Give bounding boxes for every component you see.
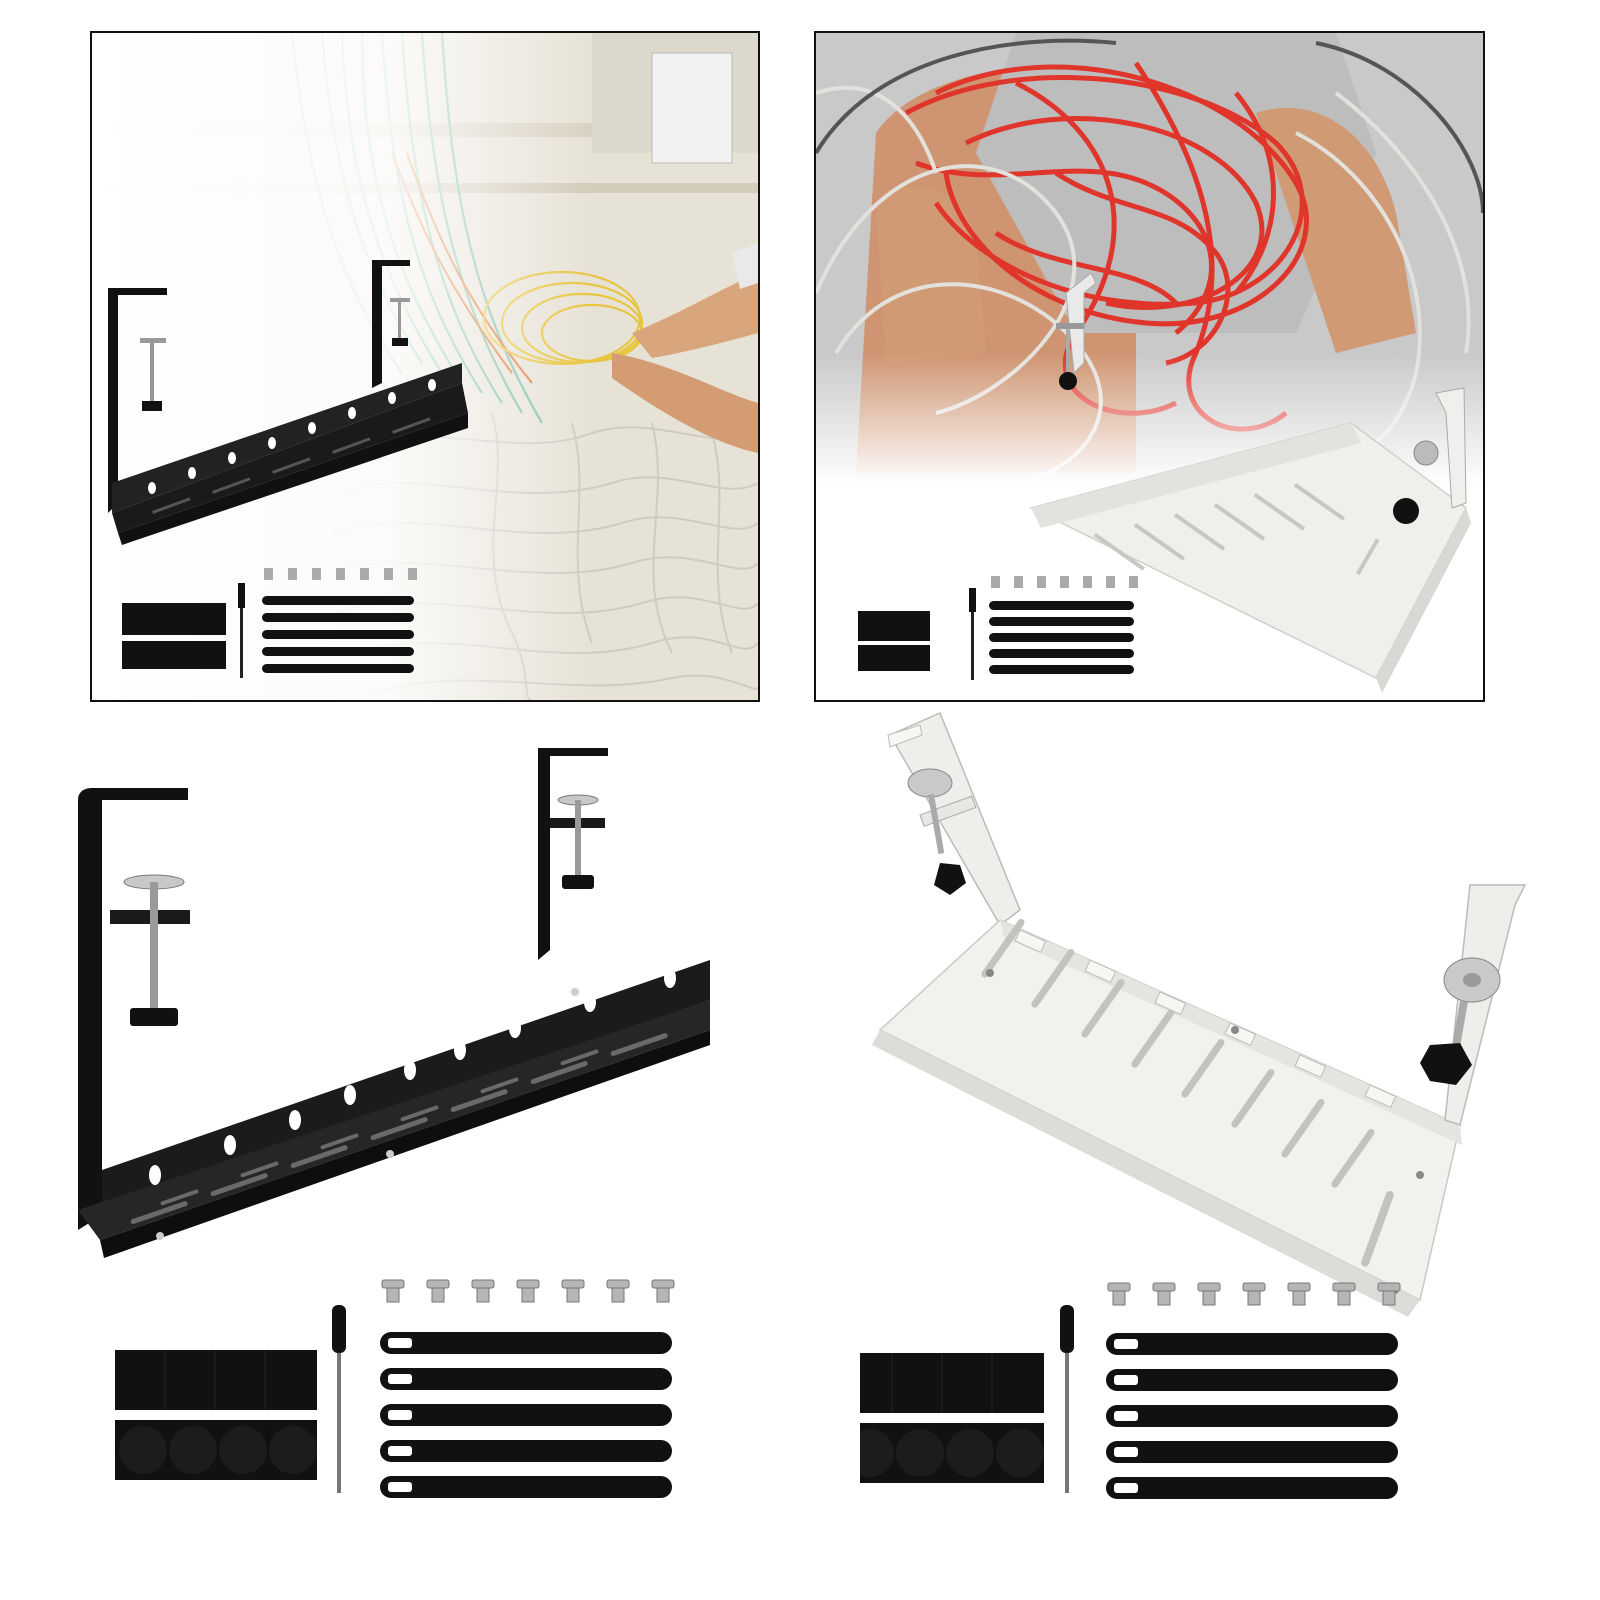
left-clamp (907, 768, 966, 895)
scene-red-cables (816, 33, 1483, 700)
accessories-kit (115, 1279, 675, 1498)
screwdriver (332, 1305, 346, 1493)
white-tray-illustration (860, 712, 1527, 1499)
product-black-tray-kit (70, 740, 760, 1530)
velcro-pads (860, 1353, 1044, 1483)
cable-straps (1106, 1333, 1398, 1499)
product-white-tray-kit (860, 705, 1550, 1530)
black-tray-illustration (78, 748, 710, 1498)
floor-slots (981, 919, 1394, 1267)
scene-server-room (92, 33, 758, 700)
wall-holes (149, 968, 676, 1185)
screws (1107, 1282, 1401, 1306)
white-cable-tray (872, 712, 1527, 1317)
accessories-kit (122, 568, 417, 678)
photo-panel-black-tray-cables (90, 31, 760, 702)
black-cable-tray (108, 260, 468, 545)
screwdriver (1060, 1305, 1074, 1493)
right-clamp (557, 794, 599, 889)
white-cable-tray (1028, 272, 1471, 693)
accessories-kit (860, 1282, 1401, 1499)
accessories-kit (858, 576, 1138, 680)
clamp-screw (140, 298, 410, 411)
cable-straps (380, 1332, 672, 1498)
right-clamp (1420, 957, 1501, 1085)
screws (381, 1279, 675, 1303)
floor-slots (130, 1033, 668, 1225)
photo-panel-white-tray-cables (814, 31, 1485, 702)
black-cable-tray (78, 748, 710, 1258)
velcro-pads (115, 1350, 317, 1480)
left-clamp (123, 874, 185, 1026)
